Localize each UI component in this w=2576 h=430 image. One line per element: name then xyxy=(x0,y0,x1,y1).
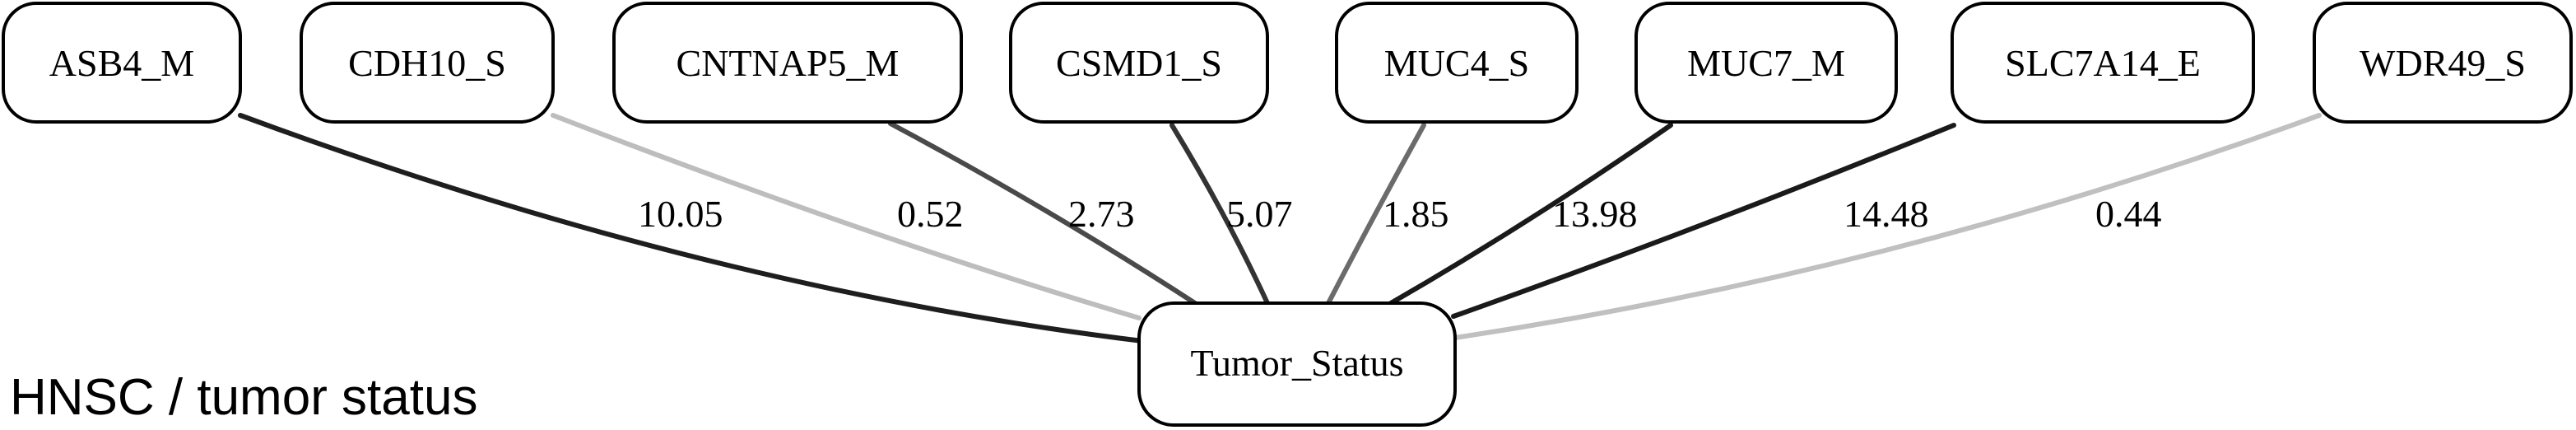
edge-weight-label: 13.98 xyxy=(1552,193,1638,235)
node-cdh10[interactable]: CDH10_S xyxy=(300,2,555,124)
edges xyxy=(238,113,2322,344)
edge-weight-label: 0.44 xyxy=(2095,193,2162,235)
node-slc7a14[interactable]: SLC7A14_E xyxy=(1951,2,2255,124)
node-label: Tumor_Status xyxy=(1190,342,1403,384)
node-tumor-status[interactable]: Tumor_Status xyxy=(1137,301,1457,427)
edge-labels: 10.05 0.52 2.73 5.07 1.85 13.98 14.48 0.… xyxy=(638,193,2162,235)
node-wdr49[interactable]: WDR49_S xyxy=(2313,2,2573,124)
edge-cdh10 xyxy=(551,113,1142,320)
edge-weight-label: 1.85 xyxy=(1383,193,1449,235)
edge-asb4 xyxy=(238,113,1145,344)
edge-cntnap5 xyxy=(888,121,1197,306)
edge-muc7 xyxy=(1388,123,1673,306)
node-cntnap5[interactable]: CNTNAP5_M xyxy=(612,2,963,124)
edge-csmd1 xyxy=(1169,123,1270,306)
edge-weight-label: 14.48 xyxy=(1844,193,1929,235)
node-label: CSMD1_S xyxy=(1056,42,1222,84)
node-asb4[interactable]: ASB4_M xyxy=(2,2,242,124)
edge-weight-label: 0.52 xyxy=(897,193,964,235)
node-label: SLC7A14_E xyxy=(2005,42,2201,84)
edge-weight-label: 5.07 xyxy=(1226,193,1293,235)
edge-weight-label: 10.05 xyxy=(638,193,723,235)
node-label: WDR49_S xyxy=(2360,42,2526,84)
node-csmd1[interactable]: CSMD1_S xyxy=(1009,2,1269,124)
edge-weight-label: 2.73 xyxy=(1068,193,1135,235)
node-muc4[interactable]: MUC4_S xyxy=(1335,2,1579,124)
node-label: MUC4_S xyxy=(1384,42,1529,84)
source-nodes: ASB4_M CDH10_S CNTNAP5_M CSMD1_S MUC4_S … xyxy=(2,2,2573,124)
edge-muc4 xyxy=(1326,123,1426,306)
diagram-caption: HNSC / tumor status xyxy=(10,369,477,426)
node-muc7[interactable]: MUC7_M xyxy=(1634,2,1898,124)
edge-slc7a14 xyxy=(1451,123,1956,319)
node-label: MUC7_M xyxy=(1687,42,1845,84)
node-label: CDH10_S xyxy=(348,42,506,84)
edge-wdr49 xyxy=(1453,113,2322,340)
node-label: ASB4_M xyxy=(49,42,194,84)
node-label: CNTNAP5_M xyxy=(677,42,900,84)
